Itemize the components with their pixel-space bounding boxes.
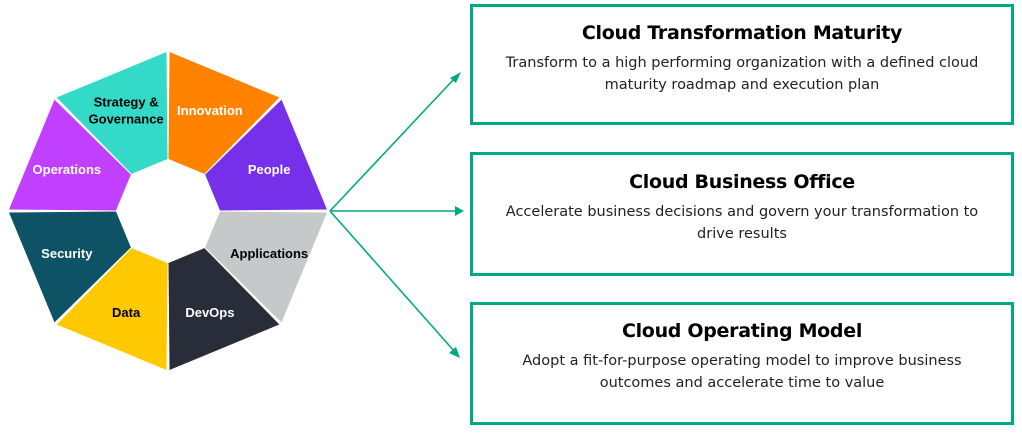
wheel-label-data: Data — [112, 305, 141, 320]
wheel-segment-innovation — [168, 52, 280, 174]
card-description: Adopt a fit-for-purpose operating model … — [522, 353, 962, 391]
wheel-label-innovation: Innovation — [177, 103, 243, 118]
card-title: Cloud Transformation Maturity — [581, 22, 903, 44]
wheel-segment-security — [9, 211, 131, 323]
wheel-label-strategy-governance: Strategy &Governance — [89, 94, 164, 126]
wheel-segment-operations — [9, 99, 131, 211]
card-title: Cloud Operating Model — [621, 320, 863, 342]
card-description: Accelerate business decisions and govern… — [505, 204, 979, 242]
wheel-label-people: People — [248, 162, 291, 177]
card-title: Cloud Business Office — [629, 171, 855, 193]
arrow-head-1 — [450, 72, 461, 83]
wheel-segment-data — [56, 248, 168, 370]
arrow-head-2 — [455, 206, 464, 216]
card-cloud-transformation-maturity: Cloud Transformation Maturity Transform … — [470, 4, 1014, 125]
arrow-head-3 — [449, 347, 460, 358]
wheel-label-security: Security — [41, 246, 93, 261]
card-cloud-business-office: Cloud Business Office Accelerate busines… — [470, 152, 1014, 276]
arrow-to-card-3 — [329, 210, 456, 353]
card-cloud-operating-model: Cloud Operating Model Adopt a fit-for-pu… — [470, 302, 1014, 425]
card-description: Transform to a high performing organizat… — [505, 55, 979, 93]
wheel-segment-devops — [168, 248, 280, 370]
wheel-segment-applications — [205, 211, 327, 323]
connector-arrows — [329, 72, 464, 358]
wheel-label-applications: Applications — [230, 246, 308, 261]
wheel-segment-people — [205, 99, 327, 211]
wheel-label-operations: Operations — [33, 162, 102, 177]
wheel-label-devops: DevOps — [185, 305, 234, 320]
arrow-to-card-1 — [329, 77, 456, 212]
wheel-segment-strategy-governance — [56, 52, 168, 174]
